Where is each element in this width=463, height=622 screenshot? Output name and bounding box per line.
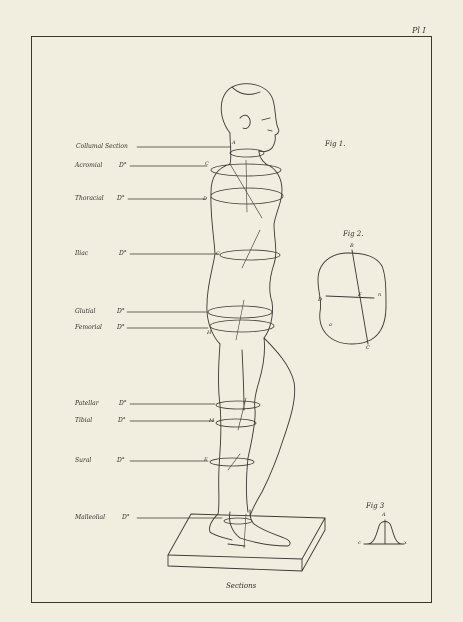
ditto-iliac: D° (119, 250, 127, 257)
point-letter-iliac: C (216, 251, 220, 257)
fig3-section (364, 520, 404, 544)
fig3-label: Fig 3 (366, 502, 384, 510)
point-letter-thoracial: D (203, 196, 207, 202)
leader-lines (127, 147, 231, 518)
fig2-point-b: B (350, 243, 354, 249)
fig2-point-d: D (318, 297, 322, 303)
ditto-acromial: D° (119, 162, 127, 169)
point-letter-collumal: A (232, 140, 236, 146)
point-letter-tibial: M (209, 418, 214, 424)
label-thoracial: Thoracial (75, 195, 104, 202)
ditto-femorial: D° (117, 324, 125, 331)
sections-caption: Sections (226, 582, 256, 590)
ditto-malleolial: D° (122, 514, 130, 521)
construction-lines (228, 160, 262, 548)
ditto-tibial: D° (118, 417, 126, 424)
torso-outline (207, 133, 282, 344)
label-sural: Sural (75, 457, 91, 464)
fig2-point-n: n (378, 292, 381, 298)
label-glutial: Glutial (75, 308, 95, 315)
label-iliac: Iliac (75, 250, 88, 257)
label-collumal-section: Collumal Section (76, 143, 128, 150)
pedestal (168, 514, 325, 571)
fig3-point-c: c (358, 540, 361, 546)
fig3-point-x: x (404, 540, 407, 546)
ditto-sural: D° (117, 457, 125, 464)
point-letter-acromial: C (205, 161, 209, 167)
ditto-patellar: D° (119, 400, 127, 407)
label-acromial: Acromial (75, 162, 102, 169)
fig2-section (318, 250, 386, 344)
ditto-thoracial: D° (117, 195, 125, 202)
label-tibial: Tibial (75, 417, 92, 424)
fig3-point-a: A (382, 512, 386, 518)
label-femorial: Femorial (75, 324, 102, 331)
label-malleolial: Malleolial (75, 514, 105, 521)
fig2-label: Fig 2. (343, 230, 363, 238)
fig2-point-a: a (329, 322, 332, 328)
point-letter-femorial: H (207, 330, 211, 336)
label-patellar: Patellar (75, 400, 99, 407)
point-letter-sural: E (204, 457, 208, 463)
ditto-glutial: D° (117, 308, 125, 315)
fig1-label: Fig 1. (325, 140, 345, 148)
fig2-point-f: F (358, 292, 361, 298)
fig2-point-c: C (366, 345, 370, 351)
